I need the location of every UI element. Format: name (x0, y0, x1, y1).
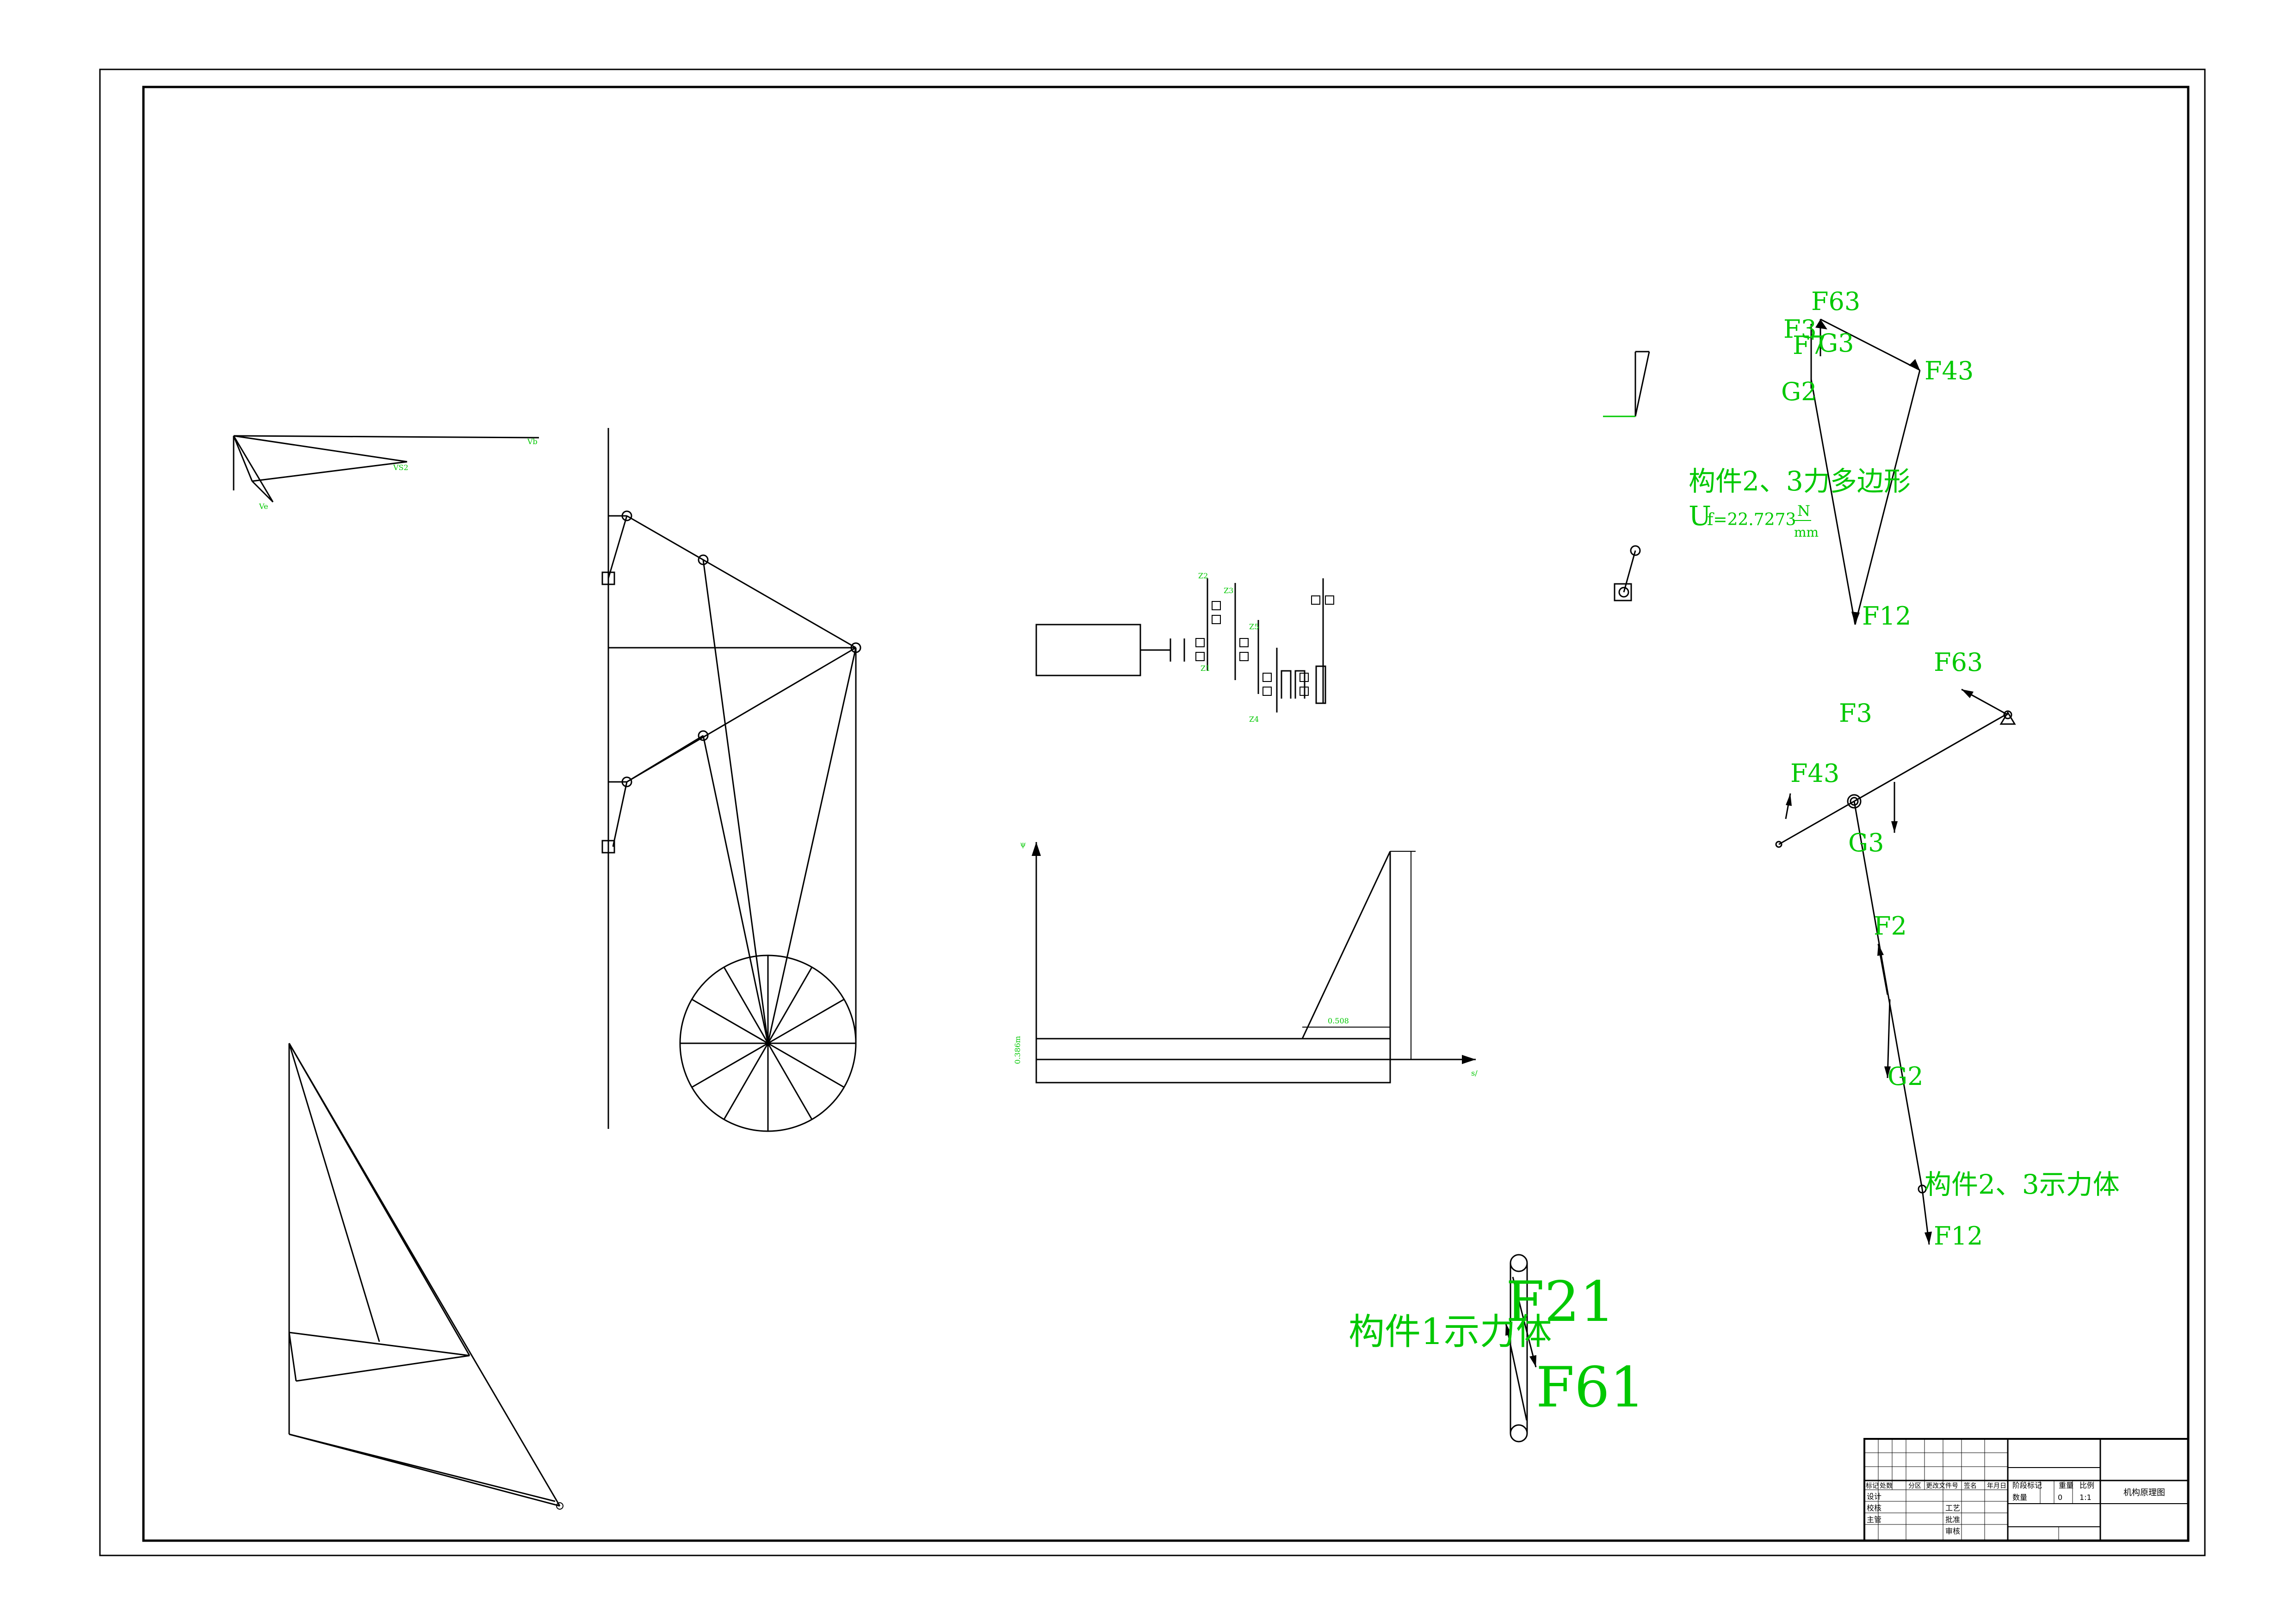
tb-qty-value: 0 (2058, 1493, 2062, 1502)
free-body-links-2-3: F63 F3 F43 G3 F2 G2 构件2、3示力体 F12 (1775, 648, 2120, 1251)
motor-box (1035, 624, 1141, 676)
force-label-f63-a: F63 (1811, 287, 1860, 316)
fbd-links-2-3-title: 构件2、3示力体 (1925, 1169, 2120, 1200)
force-label-f3-b: F3 (1839, 699, 1872, 728)
vel-label-vs2: VS2 (393, 463, 408, 472)
force-label-f43-a: F43 (1925, 356, 1974, 385)
vel-label-ve: Ve (259, 502, 268, 511)
graph-value-1: 0.508 (1328, 1016, 1349, 1025)
outer-border (99, 68, 2206, 1556)
tb-qty-label: 数量 (2012, 1493, 2027, 1502)
force-label-f63-b: F63 (1934, 648, 1983, 677)
tb-role-audit: 审核 (1945, 1527, 1960, 1536)
tb-header-1: 处数 (1880, 1482, 1893, 1490)
graph-axis-v-label: ψ (1020, 840, 1026, 849)
force-scale-value: f=22.7273 (1707, 510, 1796, 529)
force-label-f21: F21 (1506, 1270, 1615, 1334)
graph-value-2: 0.386m (1013, 1036, 1022, 1064)
tb-role-check: 校核 (1867, 1504, 1881, 1512)
linkage-mechanism (601, 428, 861, 1132)
force-label-g3-a: G3 (1818, 328, 1854, 358)
force-label-f7-a: F7 (1793, 331, 1826, 360)
force-label-g2-a: G2 (1781, 377, 1817, 406)
velocity-polygon: Vb VS2 Ve (233, 435, 539, 511)
gear-label-z2: Z2 (1198, 571, 1208, 580)
force-label-f61: F61 (1536, 1356, 1645, 1420)
force-label-f3-a: F3 (1783, 315, 1817, 344)
force-label-f12-b: F12 (1934, 1221, 1983, 1251)
force-polygon: F63 F3 F7 G3 G2 F43 F12 构件2、3力多边形 U f=22… (1689, 287, 1974, 631)
tb-header-0: 标记 (1866, 1482, 1879, 1490)
acceleration-polygon (288, 1043, 563, 1510)
tb-role-craft: 工艺 (1945, 1504, 1960, 1512)
tb-header-3: 更改文件号 (1926, 1482, 1958, 1490)
tb-scale-label: 比例 (2079, 1481, 2094, 1490)
force-label-f43-b: F43 (1790, 759, 1839, 788)
tb-scale-value: 1:1 (2079, 1493, 2092, 1502)
displacement-graph: s/ ψ 0.508 0.386m (1013, 840, 1478, 1084)
force-polygon-title: 构件2、3力多边形 (1689, 465, 1911, 497)
crank-spoke (767, 1042, 845, 1088)
gear-label-z3: Z3 (1224, 586, 1233, 595)
tb-header-5: 年月日 (1987, 1482, 2006, 1490)
force-label-f2-b: F2 (1874, 911, 1907, 941)
tb-header-2: 分区 (1908, 1482, 1921, 1490)
free-body-link-1: F21 F61 构件1示力体 (1349, 1254, 1645, 1443)
inner-frame (142, 86, 2190, 1542)
crank-spoke (767, 998, 845, 1044)
tb-role-approve: 批准 (1945, 1515, 1960, 1524)
gear-label-z4: Z4 (1249, 715, 1259, 724)
force-scale-u: U (1689, 500, 1711, 532)
crank-spokes (680, 955, 856, 1131)
crank-spoke (723, 966, 769, 1044)
crank-spoke (691, 1042, 768, 1088)
force-scale-unit-den: mm (1794, 525, 1819, 540)
fbd-link-1-title: 构件1示力体 (1349, 1311, 1552, 1353)
force-label-g3-b: G3 (1848, 828, 1884, 857)
vel-label-vb: Vb (527, 437, 538, 446)
tb-weight-label: 重量 (2059, 1481, 2073, 1490)
crank-spoke (723, 1043, 769, 1120)
force-scale-unit-num: N (1797, 502, 1810, 520)
tb-stage-label: 阶段标记 (2012, 1481, 2042, 1490)
graph-axis-s-label: s/ (1471, 1069, 1478, 1078)
gear-label-z1: Z1 (1201, 664, 1210, 673)
tb-drawing-name: 机构原理图 (2123, 1488, 2165, 1498)
gear-train: Z2 Z3 Z1 Z4 Z5 (1035, 571, 1334, 724)
small-detail (1603, 351, 1650, 601)
crank-spoke (767, 1043, 813, 1120)
tb-header-4: 签名 (1964, 1482, 1977, 1490)
tb-role-design: 设计 (1867, 1492, 1881, 1501)
force-label-f12-a: F12 (1862, 601, 1911, 631)
crank-spoke (691, 998, 768, 1044)
crank-spoke (767, 966, 813, 1044)
tb-role-manage: 主管 (1867, 1515, 1881, 1524)
title-block: 标记 处数 分区 更改文件号 签名 年月日 设计 校核 主管 工艺 批准 审核 … (1863, 1438, 2189, 1542)
force-label-g2-b: G2 (1888, 1062, 1924, 1091)
gear-label-z5: Z5 (1249, 622, 1259, 631)
